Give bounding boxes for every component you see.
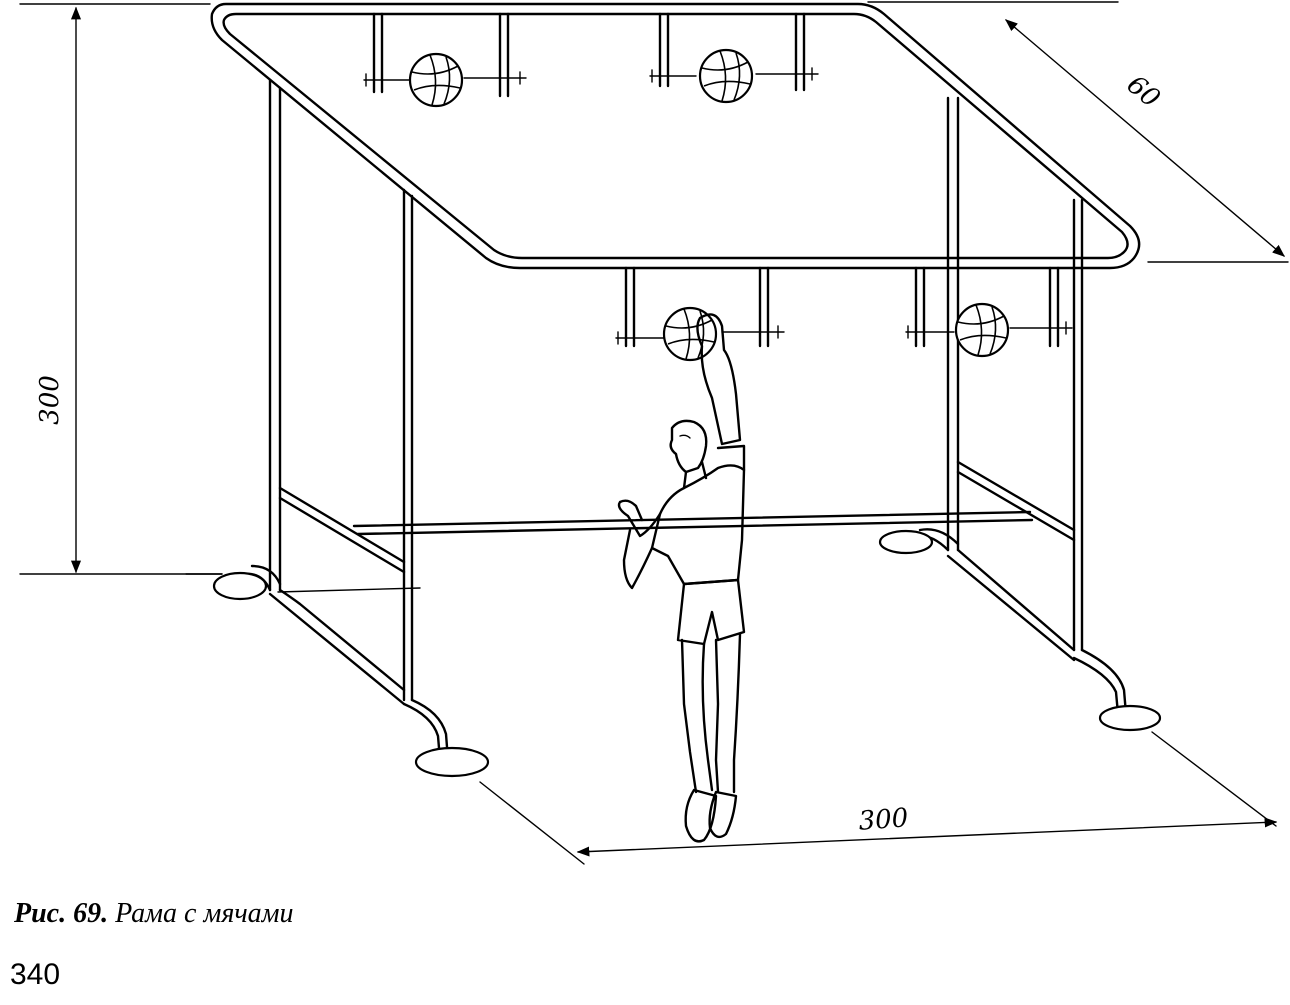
figure-title: Рама с мячами xyxy=(115,898,294,929)
page-number: 340 xyxy=(10,958,61,991)
dimension-lines xyxy=(19,1,1289,865)
figure-number: Рис. 69. xyxy=(14,898,109,929)
frame-with-balls-diagram: 300 60 300 xyxy=(19,1,1289,865)
frame-posts xyxy=(268,78,1084,702)
top-frame xyxy=(210,2,1141,270)
dimension-label-depth: 60 xyxy=(1121,70,1166,114)
figure-caption: Рис. 69. Рама с мячами xyxy=(14,898,294,930)
player-figure xyxy=(617,313,746,843)
dimension-label-height: 300 xyxy=(35,375,65,425)
foot-pads xyxy=(212,529,1162,778)
dimension-label-width: 300 xyxy=(858,803,910,836)
ball-hangers xyxy=(363,12,1073,348)
